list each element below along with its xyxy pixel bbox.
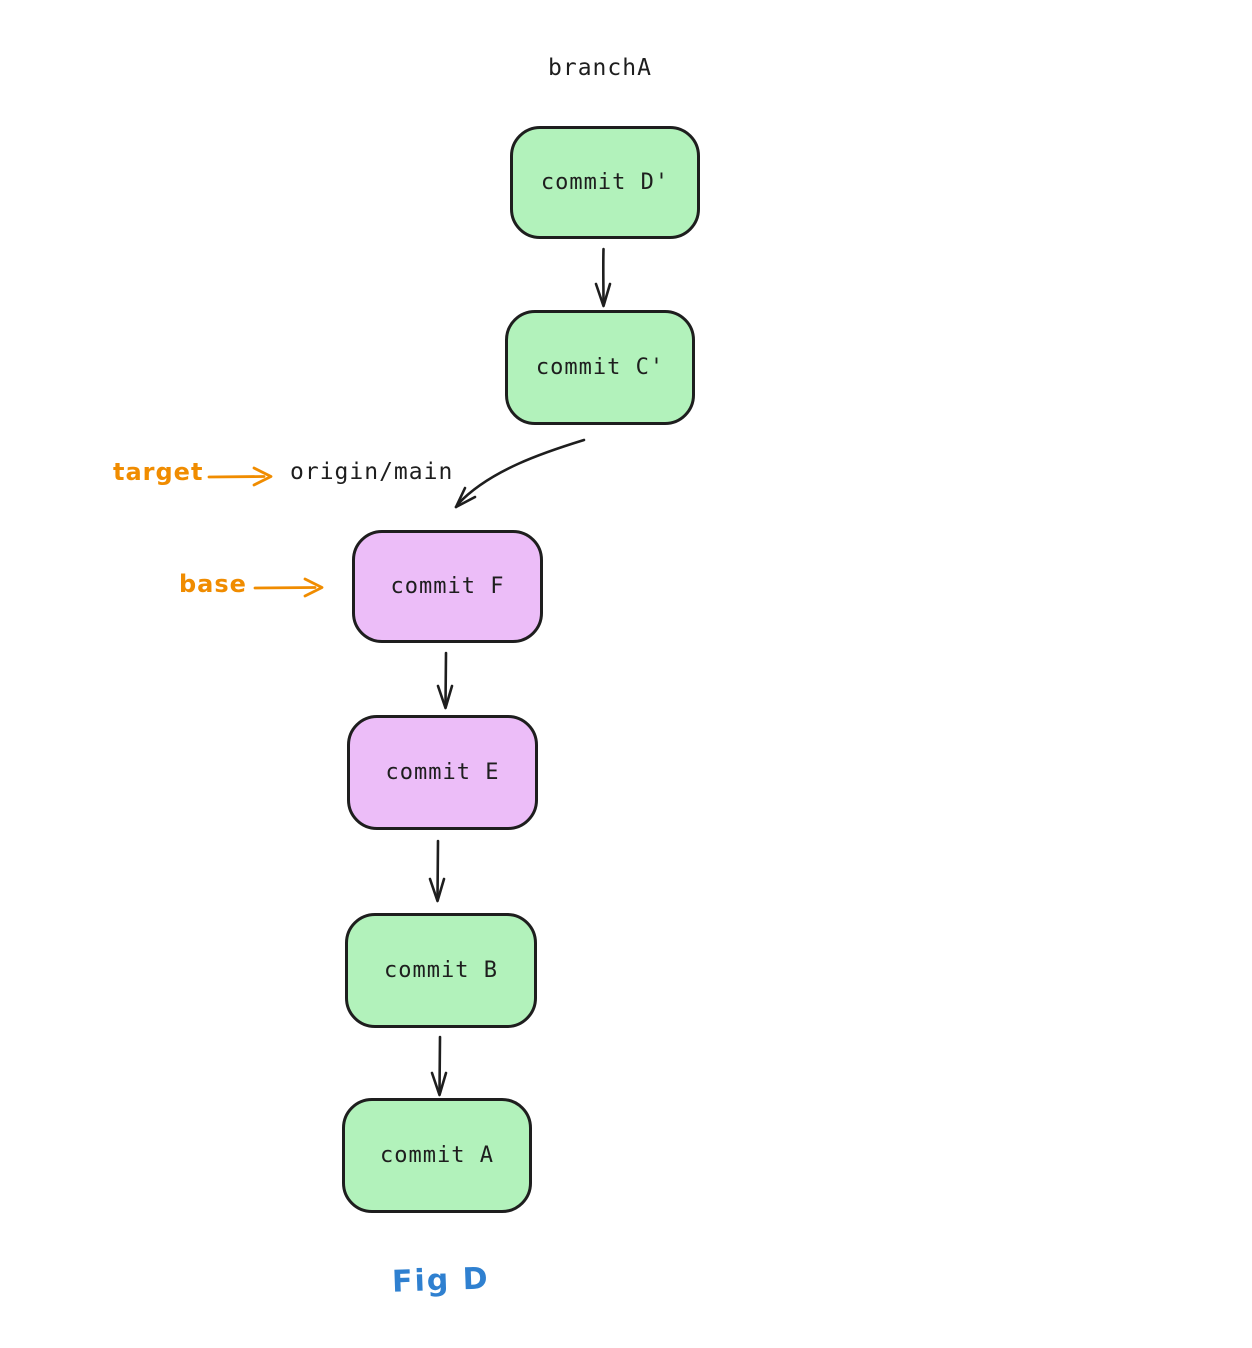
edge-f-to-e — [436, 651, 454, 710]
target-label: target — [113, 458, 204, 486]
commit-node-b[interactable]: commit B — [345, 913, 537, 1028]
edge-e-to-b — [428, 839, 446, 903]
commit-node-label: commit F — [390, 574, 505, 599]
base-arrow — [253, 577, 324, 598]
commit-node-d-prime[interactable]: commit D' — [510, 126, 700, 239]
commit-node-e[interactable]: commit E — [347, 715, 538, 830]
commit-node-c-prime[interactable]: commit C' — [505, 310, 695, 425]
edge-dprime-to-cprime — [594, 247, 612, 308]
commit-node-f[interactable]: commit F — [352, 530, 543, 643]
origin-main-ref: origin/main — [290, 459, 454, 485]
edge-cprime-to-f — [454, 438, 586, 509]
branch-title: branchA — [548, 55, 652, 81]
commit-node-label: commit A — [380, 1143, 494, 1168]
target-arrow — [207, 466, 273, 487]
base-label: base — [179, 570, 247, 598]
commit-node-a[interactable]: commit A — [342, 1098, 532, 1213]
commit-node-label: commit B — [384, 958, 498, 983]
edge-b-to-a — [430, 1035, 448, 1097]
commit-node-label: commit C' — [535, 355, 665, 380]
figure-label: Fig D — [391, 1261, 491, 1300]
commit-node-label: commit D' — [540, 170, 670, 195]
commit-node-label: commit E — [385, 760, 500, 785]
